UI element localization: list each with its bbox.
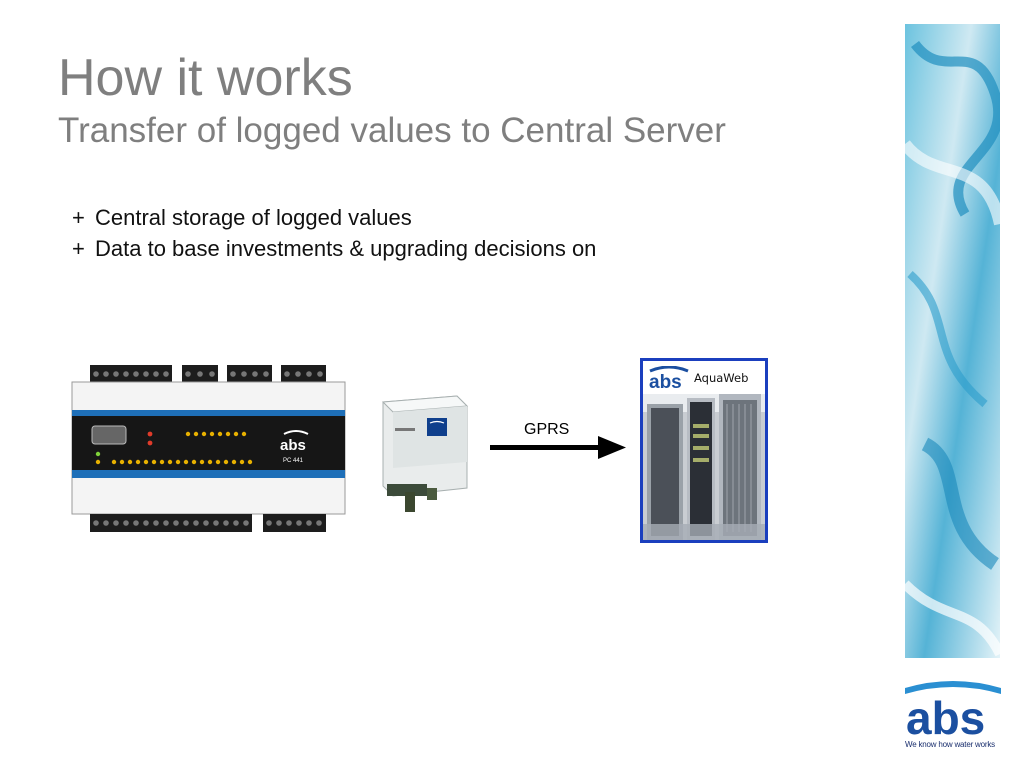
abs-logo-icon: abs (649, 365, 689, 390)
bullet-text: Data to base investments & upgrading dec… (95, 236, 597, 261)
slide-title: How it works (58, 49, 353, 107)
abs-logo-icon: abs (280, 430, 309, 454)
bullet-text: Central storage of logged values (95, 205, 412, 230)
gprs-modem-image (381, 395, 469, 512)
server-brand-text: abs (649, 372, 682, 390)
bullet-item: + Central storage of logged values (72, 202, 596, 233)
aquaweb-header: abs AquaWeb (643, 361, 765, 394)
brand-slogan: We know how water works (905, 740, 995, 749)
logo-text: abs (906, 692, 985, 744)
bullet-list: + Central storage of logged values + Data … (72, 202, 596, 264)
abs-brand-logo: abs (905, 681, 1001, 744)
aquaweb-server-panel: abs AquaWeb (640, 358, 768, 543)
slide-subtitle: Transfer of logged values to Central Ser… (58, 111, 726, 150)
bullet-item: + Data to base investments & upgrading de… (72, 233, 596, 264)
arrow-right-icon (490, 436, 626, 459)
server-rack-image (643, 394, 765, 540)
pc441-controller-image: abs PC 441 (71, 365, 346, 532)
water-decorative-image (905, 24, 1000, 658)
aquaweb-label: AquaWeb (694, 370, 749, 385)
gprs-arrow-label: GPRS (524, 421, 570, 438)
bullet-mark: + (72, 236, 85, 261)
bullet-mark: + (72, 205, 85, 230)
controller-brand-text: abs (280, 437, 306, 454)
controller-model-text: PC 441 (283, 458, 304, 464)
